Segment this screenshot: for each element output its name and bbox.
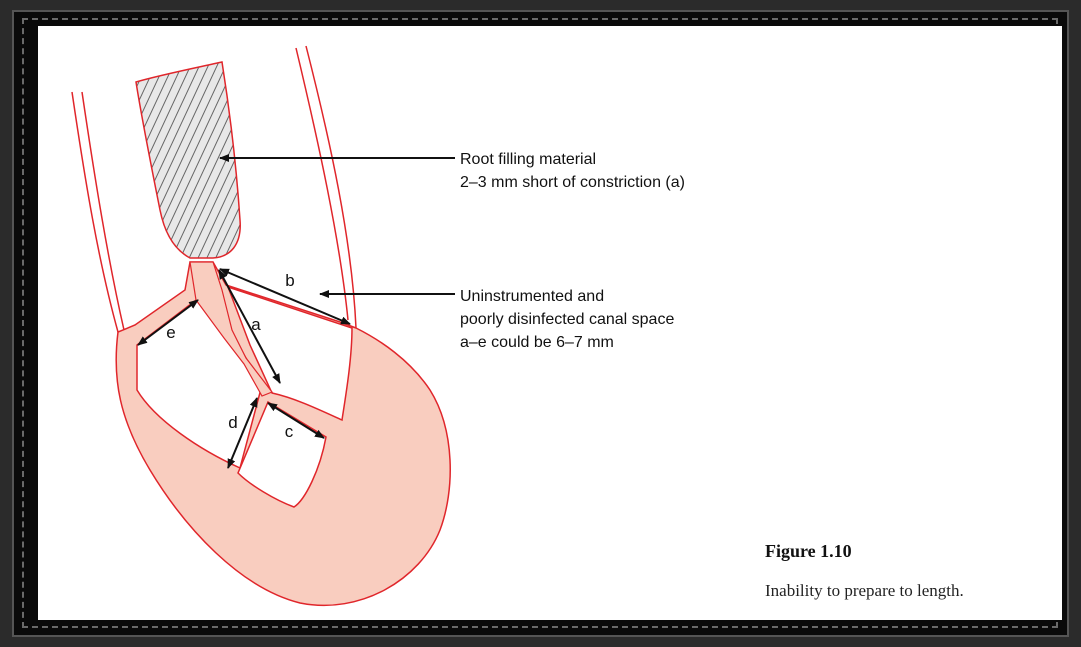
annotation-canal-line3: a–e could be 6–7 mm: [460, 334, 614, 351]
annotation-root-filling-line1: Root filling material: [460, 151, 596, 168]
right-root-wall: [306, 46, 356, 328]
annotation-root-filling-line2: 2–3 mm short of constriction (a): [460, 174, 685, 191]
label-b: b: [285, 271, 294, 290]
label-a: a: [251, 315, 261, 334]
annotation-canal-line1: Uninstrumented and: [460, 288, 604, 305]
label-d: d: [228, 413, 237, 432]
figure-caption: Inability to prepare to length.: [765, 581, 964, 601]
left-root-wall: [72, 92, 118, 332]
root-filling-material: [136, 62, 240, 258]
right-root-wall-inner: [296, 48, 348, 320]
label-e: e: [166, 323, 175, 342]
annotation-canal-line2: poorly disinfected canal space: [460, 311, 674, 328]
left-root-wall-inner: [82, 92, 124, 330]
label-c: c: [285, 422, 294, 441]
figure-title: Figure 1.10: [765, 541, 852, 562]
